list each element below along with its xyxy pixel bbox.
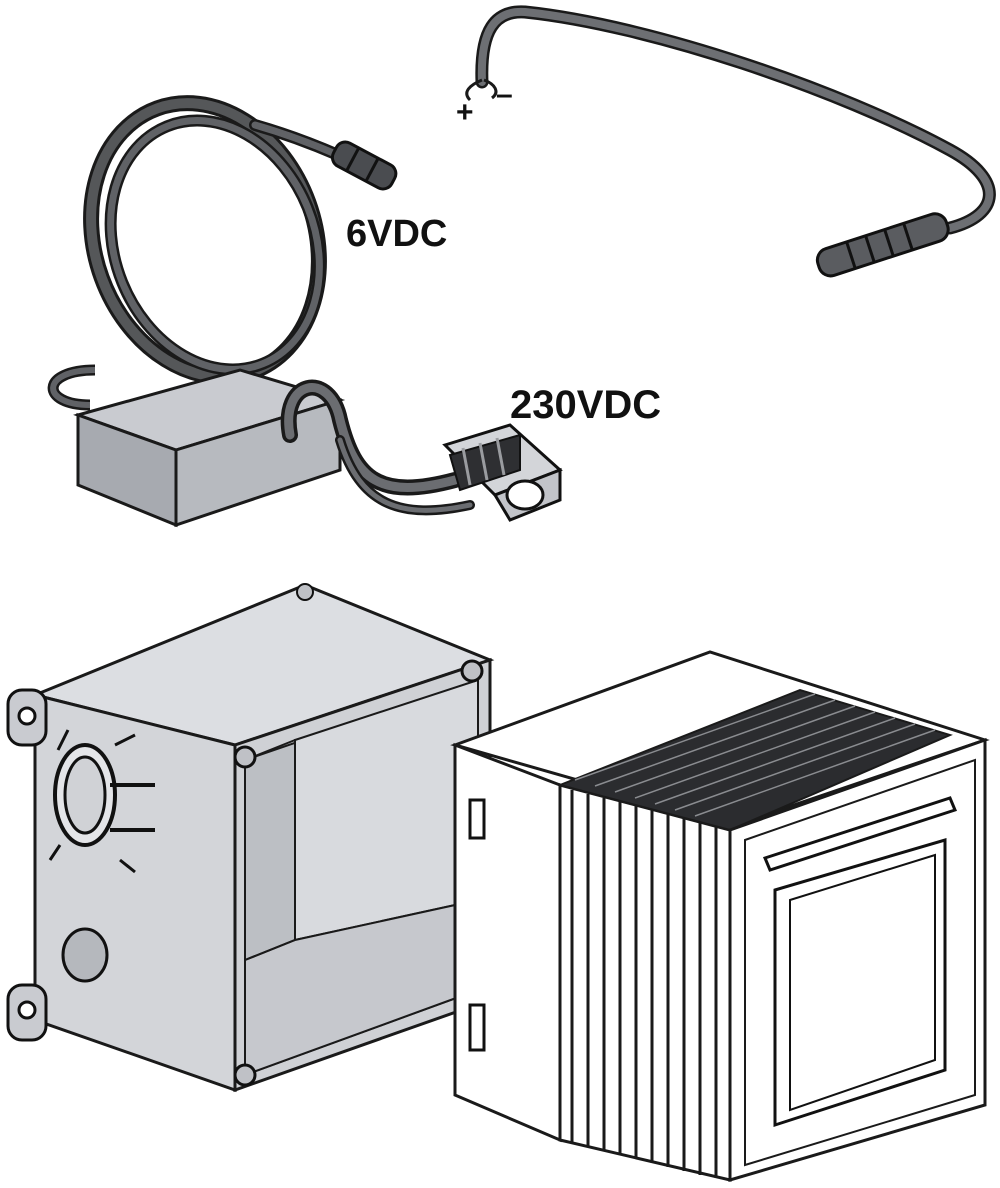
coiled-cable [47, 95, 398, 411]
mains-terminal-block [442, 423, 563, 522]
low-voltage-label: 6VDC [346, 213, 447, 255]
sensor-cable [465, 5, 996, 235]
wall-box-housing [6, 583, 495, 1093]
mains-cable [280, 379, 475, 516]
sensor-plug [815, 212, 950, 278]
electronics-module [450, 650, 990, 1183]
mains-voltage-label: 230VDC [510, 383, 661, 427]
plus-label: + [456, 96, 474, 129]
cable-gland [48, 729, 155, 874]
minus-label: – [496, 78, 513, 111]
